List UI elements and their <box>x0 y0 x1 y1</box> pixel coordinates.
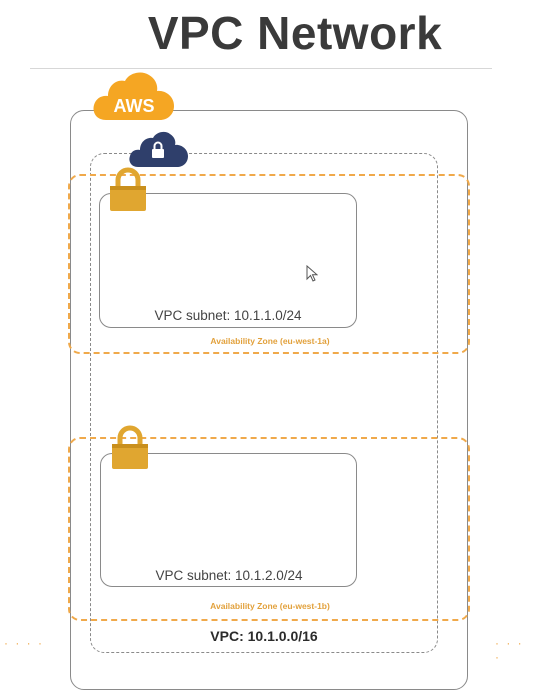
aws-cloud-icon: AWS <box>92 70 178 131</box>
lock-icon <box>152 149 164 158</box>
subnet-2 <box>100 453 357 587</box>
availability-zone-2-label: Availability Zone (eu-west-1b) <box>210 601 330 611</box>
vpc-label: VPC: 10.1.0.0/16 <box>210 628 318 644</box>
subnet-1-label: VPC subnet: 10.1.1.0/24 <box>154 308 302 323</box>
page-title: VPC Network <box>147 7 443 59</box>
subnet-1 <box>99 193 357 328</box>
decorative-dots: · · · · <box>495 636 524 664</box>
padlock-icon <box>107 167 149 218</box>
padlock-icon <box>109 425 151 476</box>
vpc-boundary <box>90 153 438 653</box>
decorative-dots: · · · · <box>4 636 44 650</box>
vpc-cloud-icon <box>128 130 190 175</box>
availability-zone-1 <box>68 174 470 354</box>
availability-zone-1-label: Availability Zone (eu-west-1a) <box>210 336 330 346</box>
availability-zone-2 <box>68 437 470 621</box>
aws-label: AWS <box>113 96 154 116</box>
mouse-cursor-icon <box>306 264 319 288</box>
title-divider <box>30 68 492 69</box>
subnet-2-label: VPC subnet: 10.1.2.0/24 <box>155 568 303 583</box>
